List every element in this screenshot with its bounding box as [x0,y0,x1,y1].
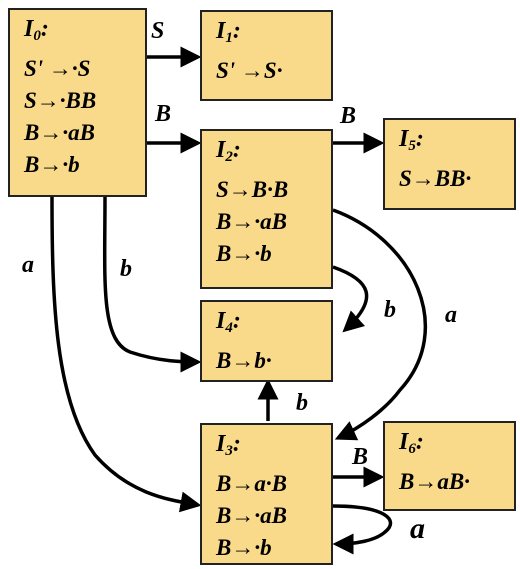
edge-label-i3-i6: B [352,444,369,470]
state-i1-item: S' →S· [216,58,283,83]
state-i2-item: B→·aB [216,209,287,234]
edge-i0-i4 [102,196,202,373]
state-i5: I5: S→BB· [383,118,516,210]
edge-label-i0-i1: S [151,18,165,44]
edge-label-i2-i4: b [384,297,396,323]
state-i3-item: B→·b [216,535,272,560]
edge-i0-i3 [50,196,202,513]
state-i6-name: I6: [399,429,424,457]
state-i0-item: B→·b [24,152,80,177]
edge-label-i2-i3: a [445,302,457,328]
state-i3-item: B→a·B [216,471,287,496]
state-i1: I1: S' →S· [200,10,333,101]
state-i2-item: S→B·B [216,177,289,202]
edge-label-i0-i2: B [155,101,172,127]
state-i5-item: S→BB· [399,166,472,191]
state-i0-item: S→·BB [24,88,97,113]
state-i2-name: I2: [216,137,241,165]
state-i6: I6: B→aB· [383,421,516,511]
edge-i2-i4 [332,265,369,333]
state-i0-item: S' →·S [24,56,91,81]
edge-label-i3-i3: a [410,512,425,545]
state-i5-name: I5: [399,126,424,154]
state-i3: I3: B→a·B B→·aB B→·b [200,423,333,565]
state-i6-item: B→aB· [399,469,470,494]
state-i0-name: I0: [24,16,49,44]
edge-i2-i3 [332,208,427,441]
state-i2-item: B→·b [216,241,272,266]
state-i0: I0: S' →·S S→·BB B→·aB B→·b [8,8,147,197]
state-i4: I4: B→b· [200,300,333,382]
state-i1-name: I1: [216,18,241,46]
state-i4-item: B→b· [216,348,272,373]
edge-label-i0-i3: a [22,252,34,278]
state-i0-item: B→·aB [24,120,95,145]
state-i4-name: I4: [216,308,241,336]
state-i2: I2: S→B·B B→·aB B→·b [200,129,333,289]
edge-label-i3-i4: b [296,390,308,416]
state-i3-name: I3: [216,431,241,459]
edge-i3-i3 [332,504,393,555]
edge-label-i2-i5: B [340,103,357,129]
edge-label-i0-i4: b [120,256,132,282]
state-i3-item: B→·aB [216,503,287,528]
